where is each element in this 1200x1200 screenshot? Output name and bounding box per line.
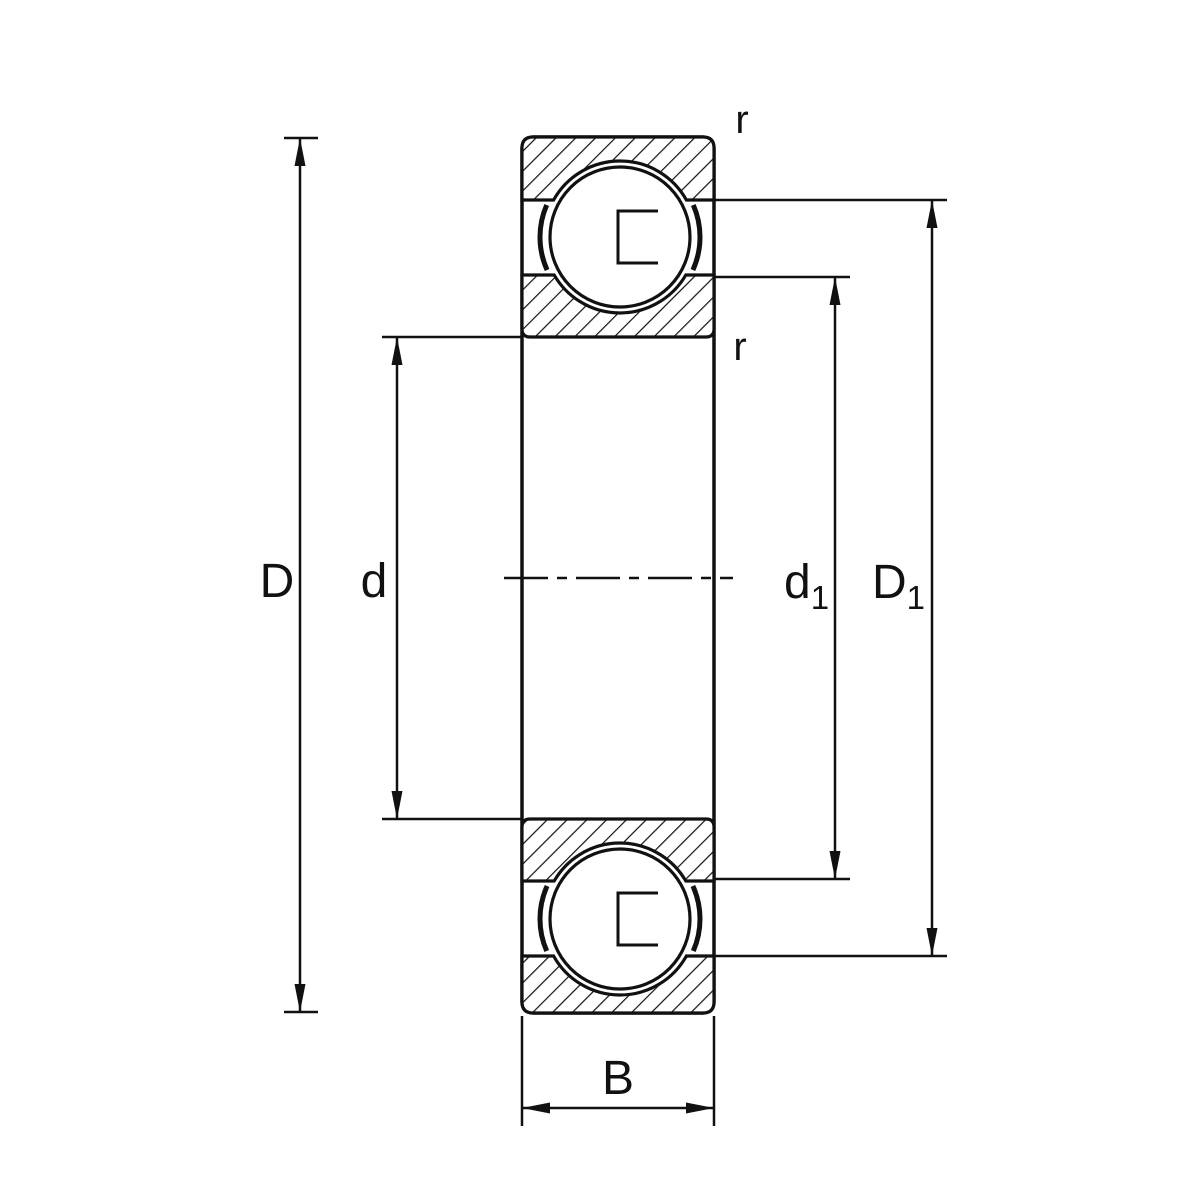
label-width: B <box>602 1052 634 1105</box>
label-inner-shoulder-main: d <box>784 556 811 609</box>
ball-section-mark-top <box>616 209 658 265</box>
label-outer-shoulder-diameter: D1 <box>872 556 925 616</box>
label-chamfer-outer: r <box>735 98 748 142</box>
dimension-d1 <box>714 275 850 881</box>
cage-arc-bottom-left <box>537 884 550 953</box>
label-bore-diameter: d <box>361 555 388 608</box>
label-inner-shoulder-diameter: d1 <box>784 556 829 616</box>
label-chamfer-inner: r <box>733 325 746 369</box>
dimension-D <box>284 136 318 1014</box>
cage-arc-bottom-right <box>690 884 703 953</box>
ball-top <box>548 165 692 309</box>
dimension-B <box>520 1016 716 1126</box>
dimension-d <box>382 335 522 821</box>
inner-ring-bottom-section <box>520 817 716 883</box>
inner-ring-top-section <box>520 273 716 339</box>
ball-bottom <box>548 847 692 991</box>
label-outer-diameter: D <box>260 555 295 608</box>
cage-arc-top-left <box>537 203 550 272</box>
label-inner-shoulder-sub: 1 <box>811 579 829 616</box>
dimension-D1 <box>714 198 947 958</box>
ball-section-mark-bottom <box>616 891 658 947</box>
label-outer-shoulder-sub: 1 <box>907 579 925 616</box>
cage-arc-top-right <box>690 203 703 272</box>
outer-ring-bottom-section <box>520 954 716 1015</box>
label-outer-shoulder-main: D <box>872 556 907 609</box>
bearing-body <box>504 135 733 1015</box>
outer-ring-top-section <box>520 135 716 202</box>
